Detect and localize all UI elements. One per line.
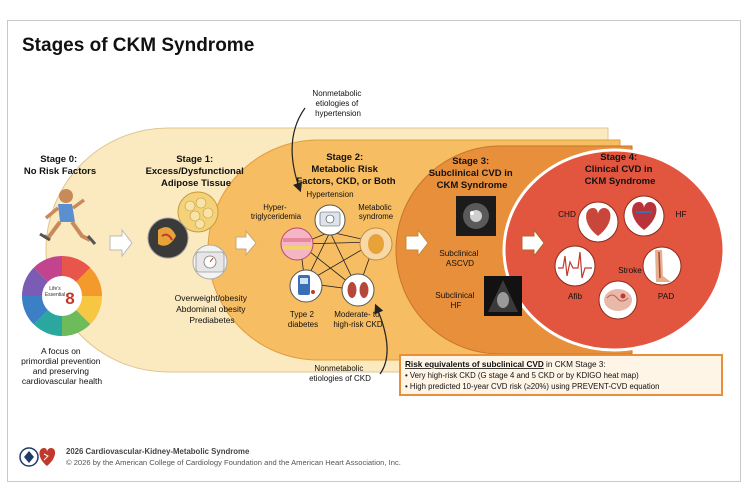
hypertriglyceridemia-label: Hyper- triglyceridemia <box>251 203 302 221</box>
runner-icon <box>39 189 97 245</box>
ckd-label: Moderate- to high-risk CKD <box>333 310 383 329</box>
arrow-stage0-1 <box>109 228 133 258</box>
risk-box-title: Risk equivalents of subclinical CVD in C… <box>405 360 606 369</box>
stage0-caption: A focus on primordial prevention and pre… <box>21 346 103 386</box>
hypertension-label: Hypertension <box>306 190 353 199</box>
stage3-heading: Stage 3: Subclinical CVD in CKM Syndrome <box>429 156 516 191</box>
hf-label: HF <box>676 210 687 219</box>
metabolic-syndrome-icon <box>359 227 393 261</box>
heart-hf-icon <box>623 195 665 237</box>
afib-label: Afib <box>568 292 583 301</box>
arrow-nonmetabolic-ckd <box>374 303 388 375</box>
scale-icon <box>192 244 228 280</box>
acc-logo <box>19 447 39 467</box>
echo-scan-icon <box>484 276 522 316</box>
risk-equivalents-box <box>399 354 723 396</box>
chd-label: CHD <box>558 210 576 219</box>
le8-label-1: Life's <box>49 286 61 292</box>
stage0-heading: Stage 0: No Risk Factors <box>24 154 96 177</box>
arrow-nonmetabolic-htn <box>291 107 306 193</box>
visceral-fat-icon <box>147 217 189 259</box>
bp-cuff-icon <box>314 204 346 236</box>
footer-line2: © 2026 by the American College of Cardio… <box>66 458 401 467</box>
blood-vessel-icon <box>280 227 314 261</box>
arrow-stage2-3 <box>405 228 429 258</box>
brain-stroke-icon <box>598 280 638 320</box>
lifes-essential-8-wheel: Life's Essential 8 <box>21 255 103 337</box>
nonmetabolic-ckd-annotation: Nonmetabolic etiologies of CKD <box>309 364 371 383</box>
le8-label-2: Essential <box>45 292 65 298</box>
kidney-icon <box>341 273 375 307</box>
footer-line1: 2026 Cardiovascular-Kidney-Metabolic Syn… <box>66 447 250 456</box>
stage1-heading: Stage 1: Excess/Dysfunctional Adipose Ti… <box>146 154 247 189</box>
stage2-heading: Stage 2: Metabolic Risk Factors, CKD, or… <box>296 152 395 187</box>
ecg-afib-icon <box>554 245 596 287</box>
subclinical-hf-label: Subclinical HF <box>435 291 476 310</box>
pad-label: PAD <box>658 292 674 301</box>
ct-scan-icon <box>456 196 496 236</box>
page-title: Stages of CKM Syndrome <box>22 35 254 56</box>
stroke-label: Stroke <box>618 266 642 275</box>
arrow-stage3-4 <box>521 228 545 258</box>
nonmetabolic-htn-annotation: Nonmetabolic etiologies of hypertension <box>312 89 363 118</box>
risk-bullet-2: • High predicted 10-year CVD risk (≥20%)… <box>405 382 659 391</box>
leg-pad-icon <box>642 246 682 286</box>
adipose-tissue-icon <box>177 191 219 233</box>
glucose-meter-icon <box>289 269 323 303</box>
subclinical-ascvd-label: Subclinical ASCVD <box>439 249 480 268</box>
stage1-conditions: Overweight/obesity Abdominal obesity Pre… <box>175 293 250 325</box>
metabolic-syndrome-label: Metabolic syndrome <box>358 203 394 221</box>
arrow-stage1-2 <box>235 229 257 257</box>
type2-diabetes-label: Type 2 diabetes <box>288 310 318 329</box>
stage4-heading: Stage 4: Clinical CVD in CKM Syndrome <box>585 152 656 187</box>
stage4-band <box>502 148 726 352</box>
heart-chd-icon <box>577 201 619 243</box>
risk-bullet-1: • Very high-risk CKD (G stage 4 and 5 CK… <box>405 371 639 380</box>
le8-number: 8 <box>65 289 74 308</box>
aha-heart-logo <box>39 448 56 466</box>
